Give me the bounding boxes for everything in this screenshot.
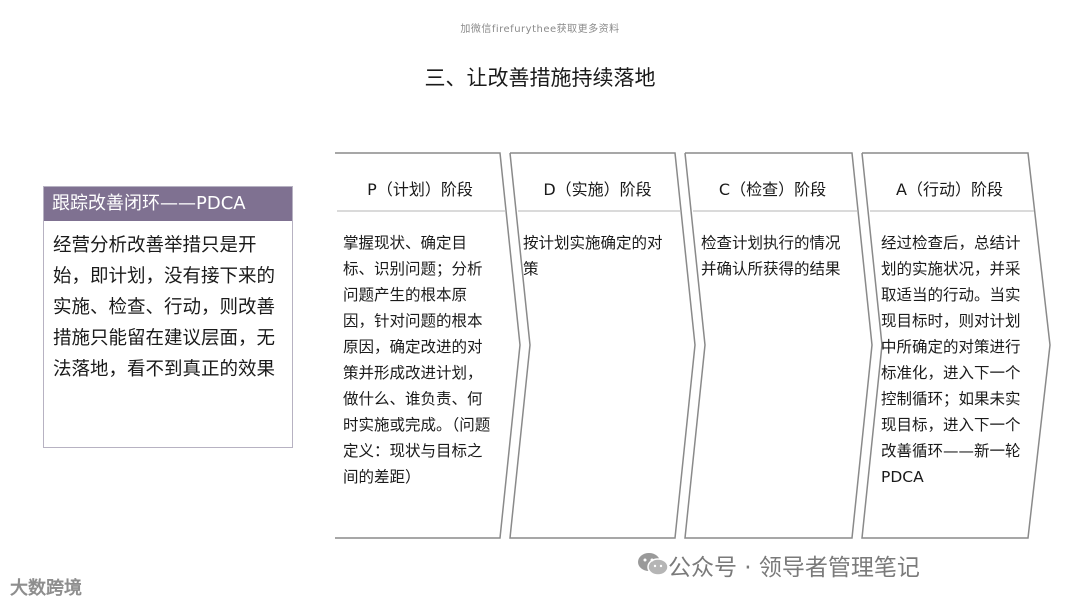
wechat-account-watermark: 公众号 · 领导者管理笔记 xyxy=(668,555,920,581)
brand-watermark: 大数跨境 xyxy=(10,578,82,599)
chevron-p-outline xyxy=(335,152,521,539)
pdca-summary-heading: 跟踪改善闭环——PDCA xyxy=(44,187,292,221)
phase-a-body: 经过检查后，总结计划的实施状况，并采取适当的行动。当实现目标时，则对计划中所确定… xyxy=(881,234,1021,486)
phase-d-body: 按计划实施确定的对策 xyxy=(523,234,663,278)
phase-c-body: 检查计划执行的情况并确认所获得的结果 xyxy=(701,234,841,278)
chevron-a-outline xyxy=(861,152,1051,539)
phase-d-heading: D（实施）阶段 xyxy=(543,180,652,199)
phase-p-body: 掌握现状、确定目标、识别问题；分析问题产生的根本原因，针对问题的根本原因，确定改… xyxy=(343,234,491,486)
chevron-d-outline xyxy=(509,152,696,539)
phase-p-heading: P（计划）阶段 xyxy=(367,180,473,199)
pdca-summary-text: 经营分析改善举措只是开始，即计划，没有接下来的实施、检查、行动，则改善措施只能留… xyxy=(53,235,276,380)
phase-a-heading: A（行动）阶段 xyxy=(896,180,1003,199)
phase-c-heading: C（检查）阶段 xyxy=(718,180,827,199)
pdca-summary-box: 跟踪改善闭环——PDCA 经营分析改善举措只是开始，即计划，没有接下来的实施、检… xyxy=(43,186,293,448)
chevron-c-outline xyxy=(684,152,873,539)
slide-title: 三、让改善措施持续落地 xyxy=(424,66,656,90)
wechat-icon xyxy=(638,553,669,576)
header-note: 加微信firefurythee获取更多资料 xyxy=(460,24,620,35)
